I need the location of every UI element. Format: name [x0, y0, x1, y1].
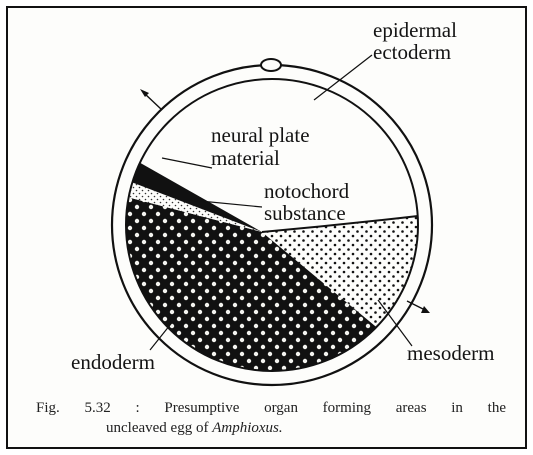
figure-caption: Fig. 5.32 : Presumptive organ forming ar… — [36, 398, 506, 438]
label-notochord: notochord — [264, 180, 349, 202]
label-mesoderm: mesoderm — [407, 342, 494, 364]
label-notochord-substance: substance — [264, 202, 346, 224]
label-neural-material: material — [211, 147, 280, 169]
label-neural-plate: neural plate — [211, 124, 310, 146]
arrow-lower-icon — [421, 306, 430, 313]
label-endoderm: endoderm — [71, 351, 155, 373]
polar-body — [261, 59, 281, 71]
caption-species: Amphioxus. — [212, 420, 282, 436]
caption-line-2: uncleaved egg of Amphioxus. — [36, 418, 506, 438]
caption-line-1: Fig. 5.32 : Presumptive organ forming ar… — [36, 398, 506, 418]
axis-line-upper — [144, 93, 162, 110]
caption-line-2-text: uncleaved egg of — [106, 420, 212, 436]
label-ectoderm: ectoderm — [373, 41, 451, 63]
label-epidermal: epidermal — [373, 19, 457, 41]
